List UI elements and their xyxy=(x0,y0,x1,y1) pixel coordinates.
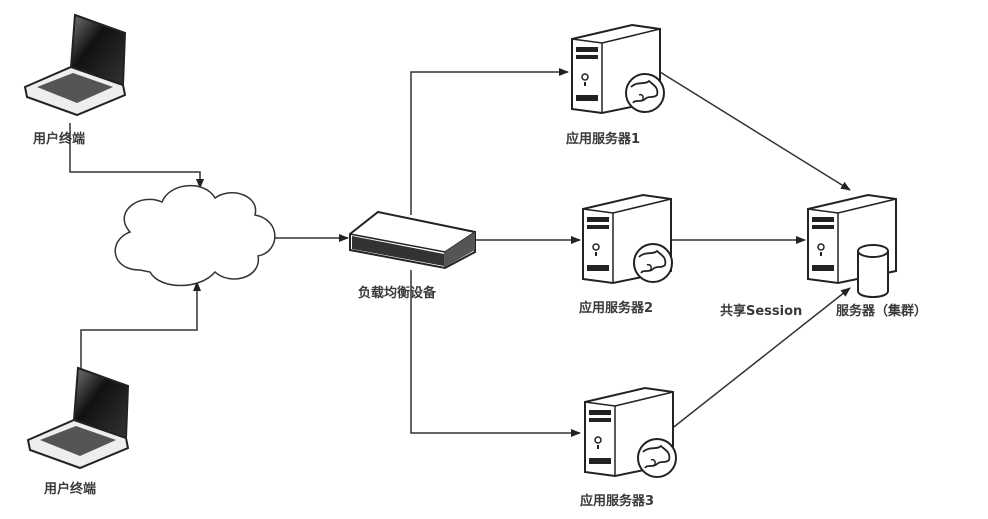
edge-lb-to-app3 xyxy=(410,270,581,437)
edge-client-top-to-cloud xyxy=(69,123,204,189)
session-server-label-a: 共享Session xyxy=(720,304,803,319)
laptop-icon xyxy=(24,14,126,116)
load-balancer-label: 负载均衡设备 xyxy=(358,286,437,301)
cloud-icon xyxy=(114,184,276,287)
app-server-1-label: 应用服务器1 xyxy=(566,132,641,147)
app-server-3-label: 应用服务器3 xyxy=(580,494,655,509)
web-server-icon xyxy=(571,24,665,114)
database-server-icon xyxy=(807,194,897,298)
edge-app3-to-session xyxy=(669,287,851,431)
edge-client-bottom-to-cloud xyxy=(80,281,201,370)
client-bottom-label: 用户终端 xyxy=(44,482,97,497)
app-server-2-label: 应用服务器2 xyxy=(579,301,654,316)
session-server-label-b: 服务器（集群） xyxy=(836,304,928,319)
switch-icon xyxy=(349,210,476,270)
edge-app1-to-session xyxy=(659,71,851,191)
connectors xyxy=(69,68,851,437)
laptop-icon xyxy=(27,367,129,469)
web-server-icon xyxy=(584,387,677,478)
client-top-label: 用户终端 xyxy=(33,132,86,147)
web-server-icon xyxy=(582,194,673,284)
edge-lb-to-app1 xyxy=(410,68,569,215)
